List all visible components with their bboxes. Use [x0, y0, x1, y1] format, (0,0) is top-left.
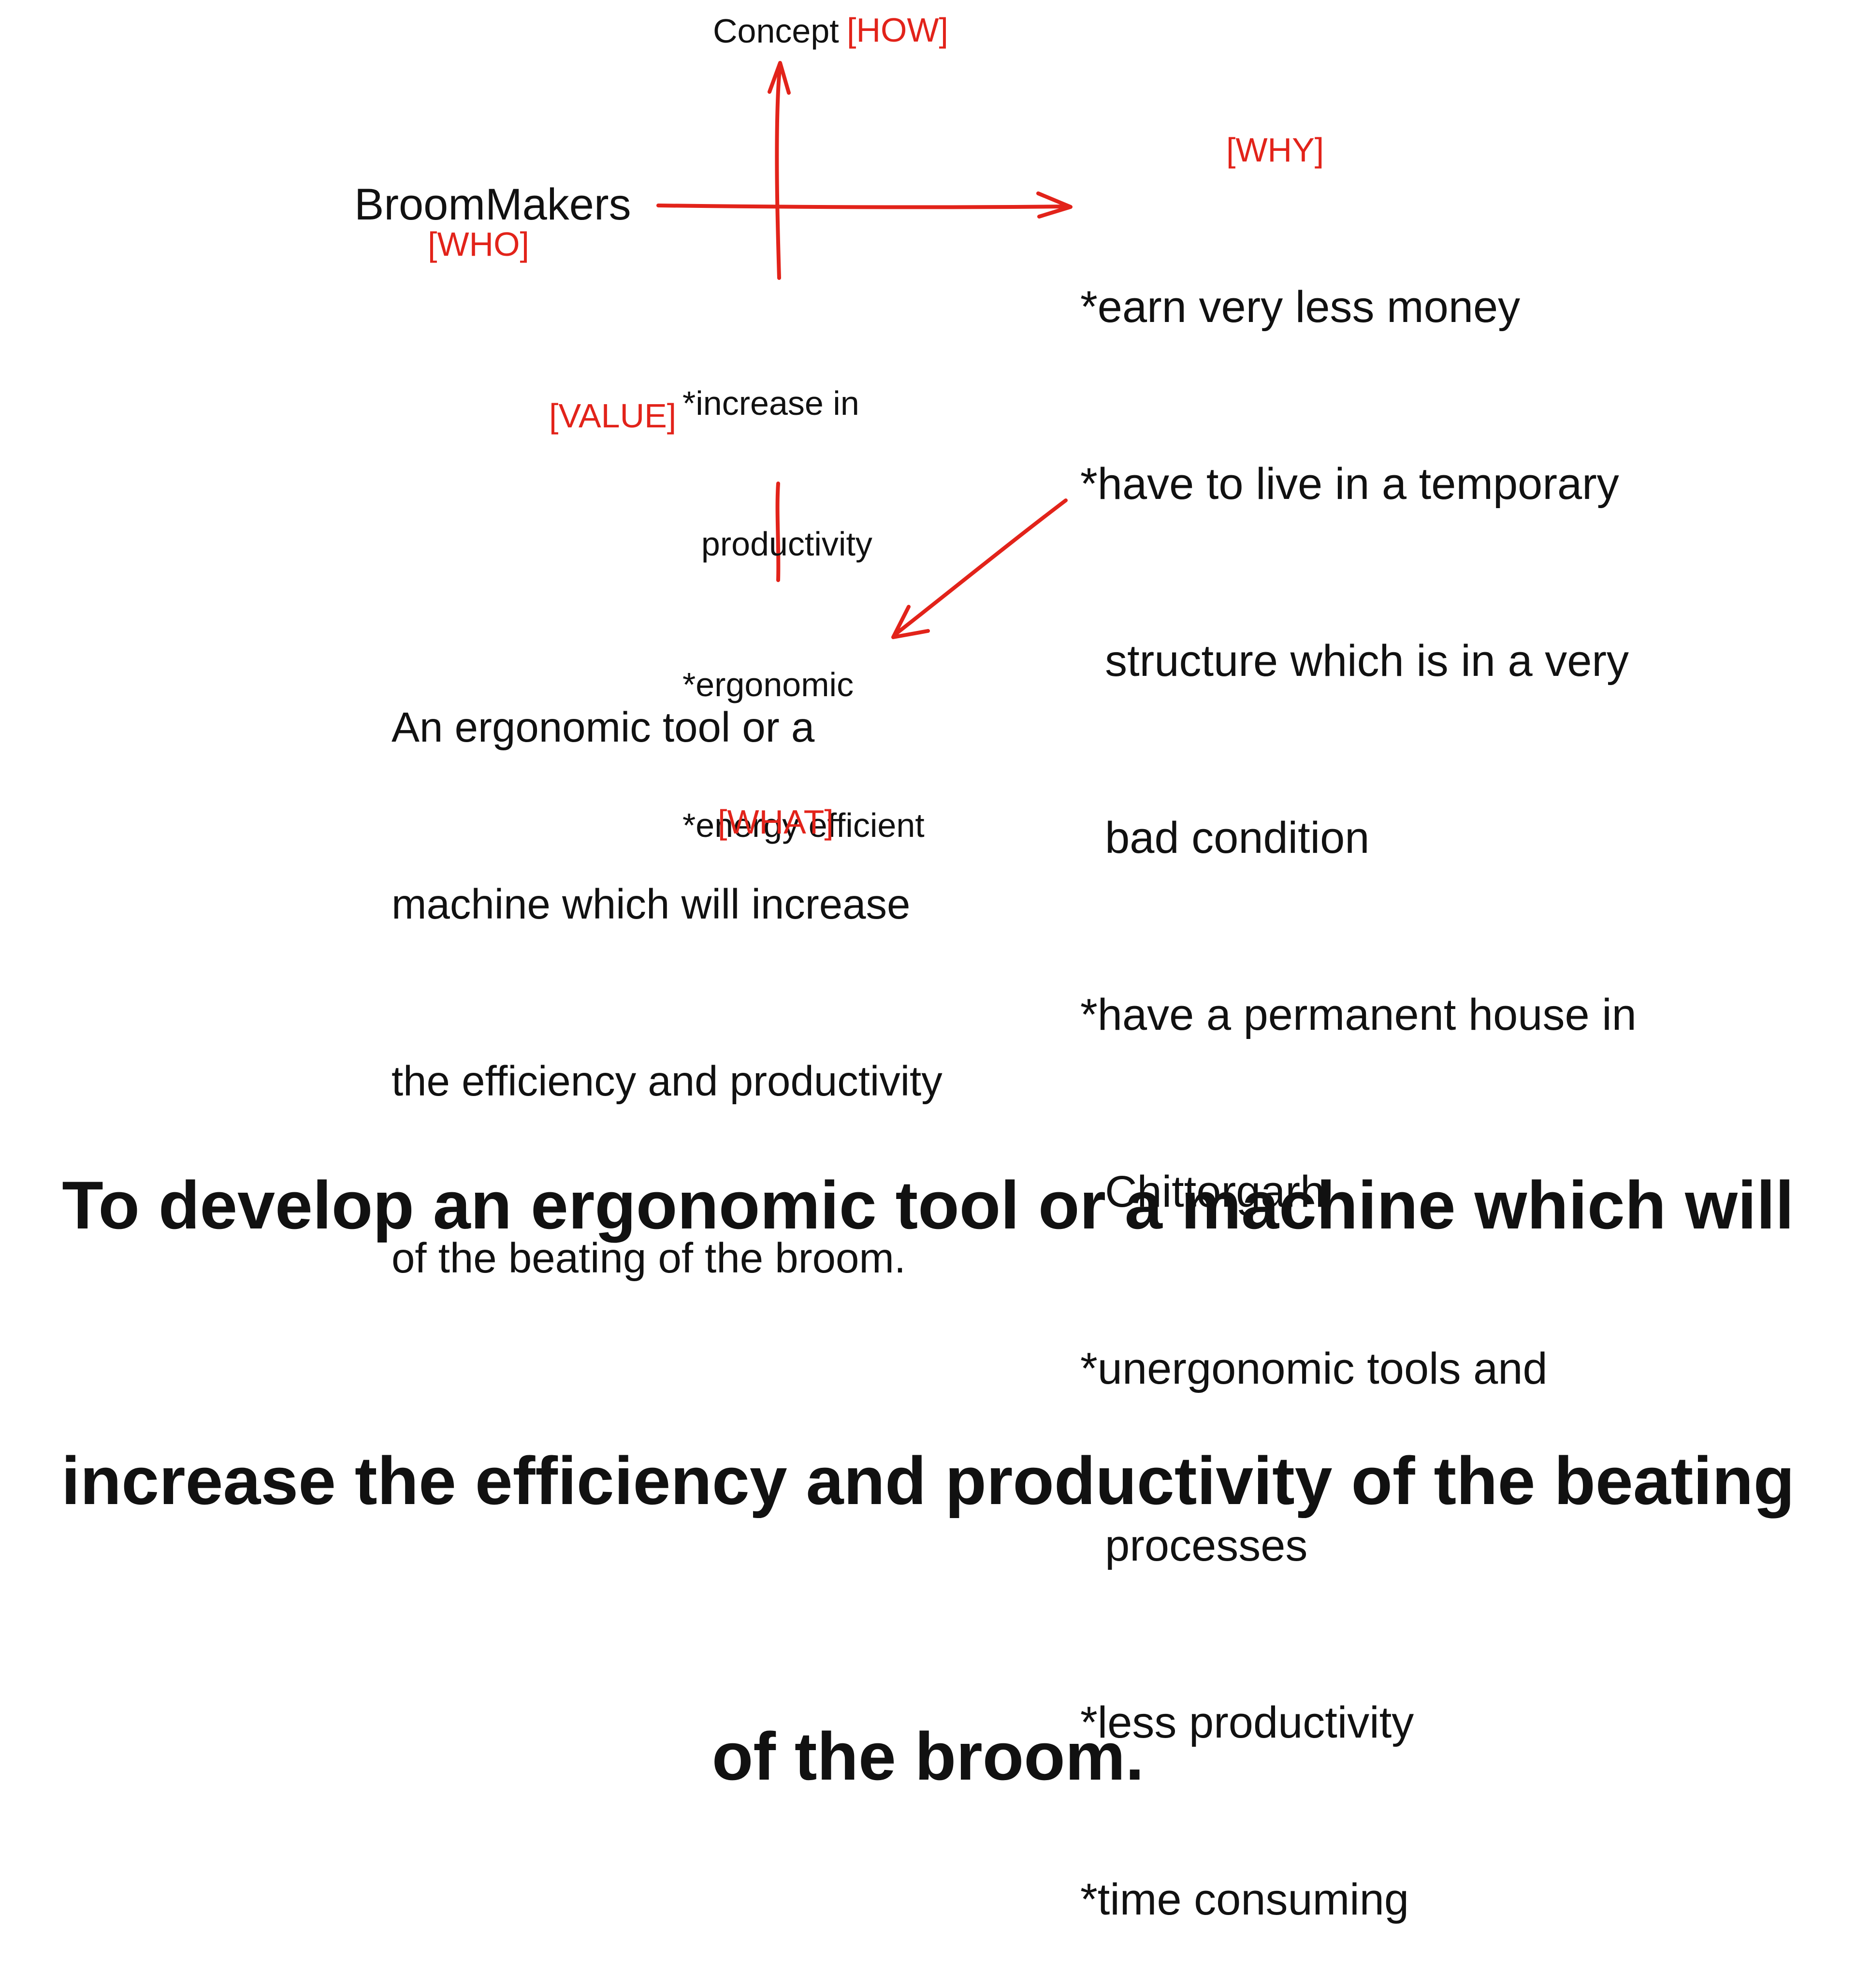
value-item: *ergonomic: [682, 666, 854, 703]
who-tag: [WHO]: [428, 225, 529, 263]
what-line: An ergonomic tool or a: [392, 704, 815, 751]
arrowhead-concept: [768, 61, 791, 95]
diagram-arrows: [656, 61, 1073, 639]
who-label: BroomMakers: [354, 180, 631, 229]
arrow-to-concept: [775, 63, 782, 280]
arrowhead-why: [1036, 191, 1073, 219]
connector-value-what: [775, 482, 781, 582]
why-item: *earn very less money: [1080, 282, 1521, 332]
what-line: the efficiency and productivity: [392, 1058, 942, 1105]
why-tag: [WHY]: [1226, 131, 1324, 169]
goal-line: increase the efficiency and productivity…: [61, 1443, 1795, 1519]
why-item: bad condition: [1080, 813, 1370, 862]
why-item: structure which is in a very: [1080, 636, 1629, 686]
arrowhead-what: [891, 605, 930, 639]
why-item: Chittorgarh: [1080, 1167, 1325, 1216]
arrow-to-why: [656, 204, 1070, 209]
goal-statement: To develop an ergonomic tool or a machin…: [0, 976, 1856, 1894]
concept-label: Concept: [713, 12, 839, 50]
what-line: of the beating of the broom.: [392, 1235, 906, 1282]
value-item: *increase in: [682, 384, 859, 422]
value-list: *increase in productivity *ergonomic *en…: [682, 286, 925, 896]
what-tag: [WHAT]: [718, 803, 834, 841]
why-item: *have a permanent house in: [1080, 990, 1637, 1039]
what-line: machine which will increase: [392, 881, 911, 928]
what-description: An ergonomic tool or a machine which wil…: [392, 580, 942, 1347]
why-item: *have to live in a temporary: [1080, 459, 1619, 509]
arrow-why-to-what: [895, 498, 1068, 635]
how-tag: [HOW]: [847, 11, 948, 49]
value-tag: [VALUE]: [549, 397, 677, 435]
value-item: *energy efficient: [682, 806, 925, 844]
value-item: productivity: [682, 525, 872, 563]
goal-line: of the broom.: [711, 1718, 1145, 1794]
goal-line: To develop an ergonomic tool or a machin…: [62, 1167, 1794, 1243]
